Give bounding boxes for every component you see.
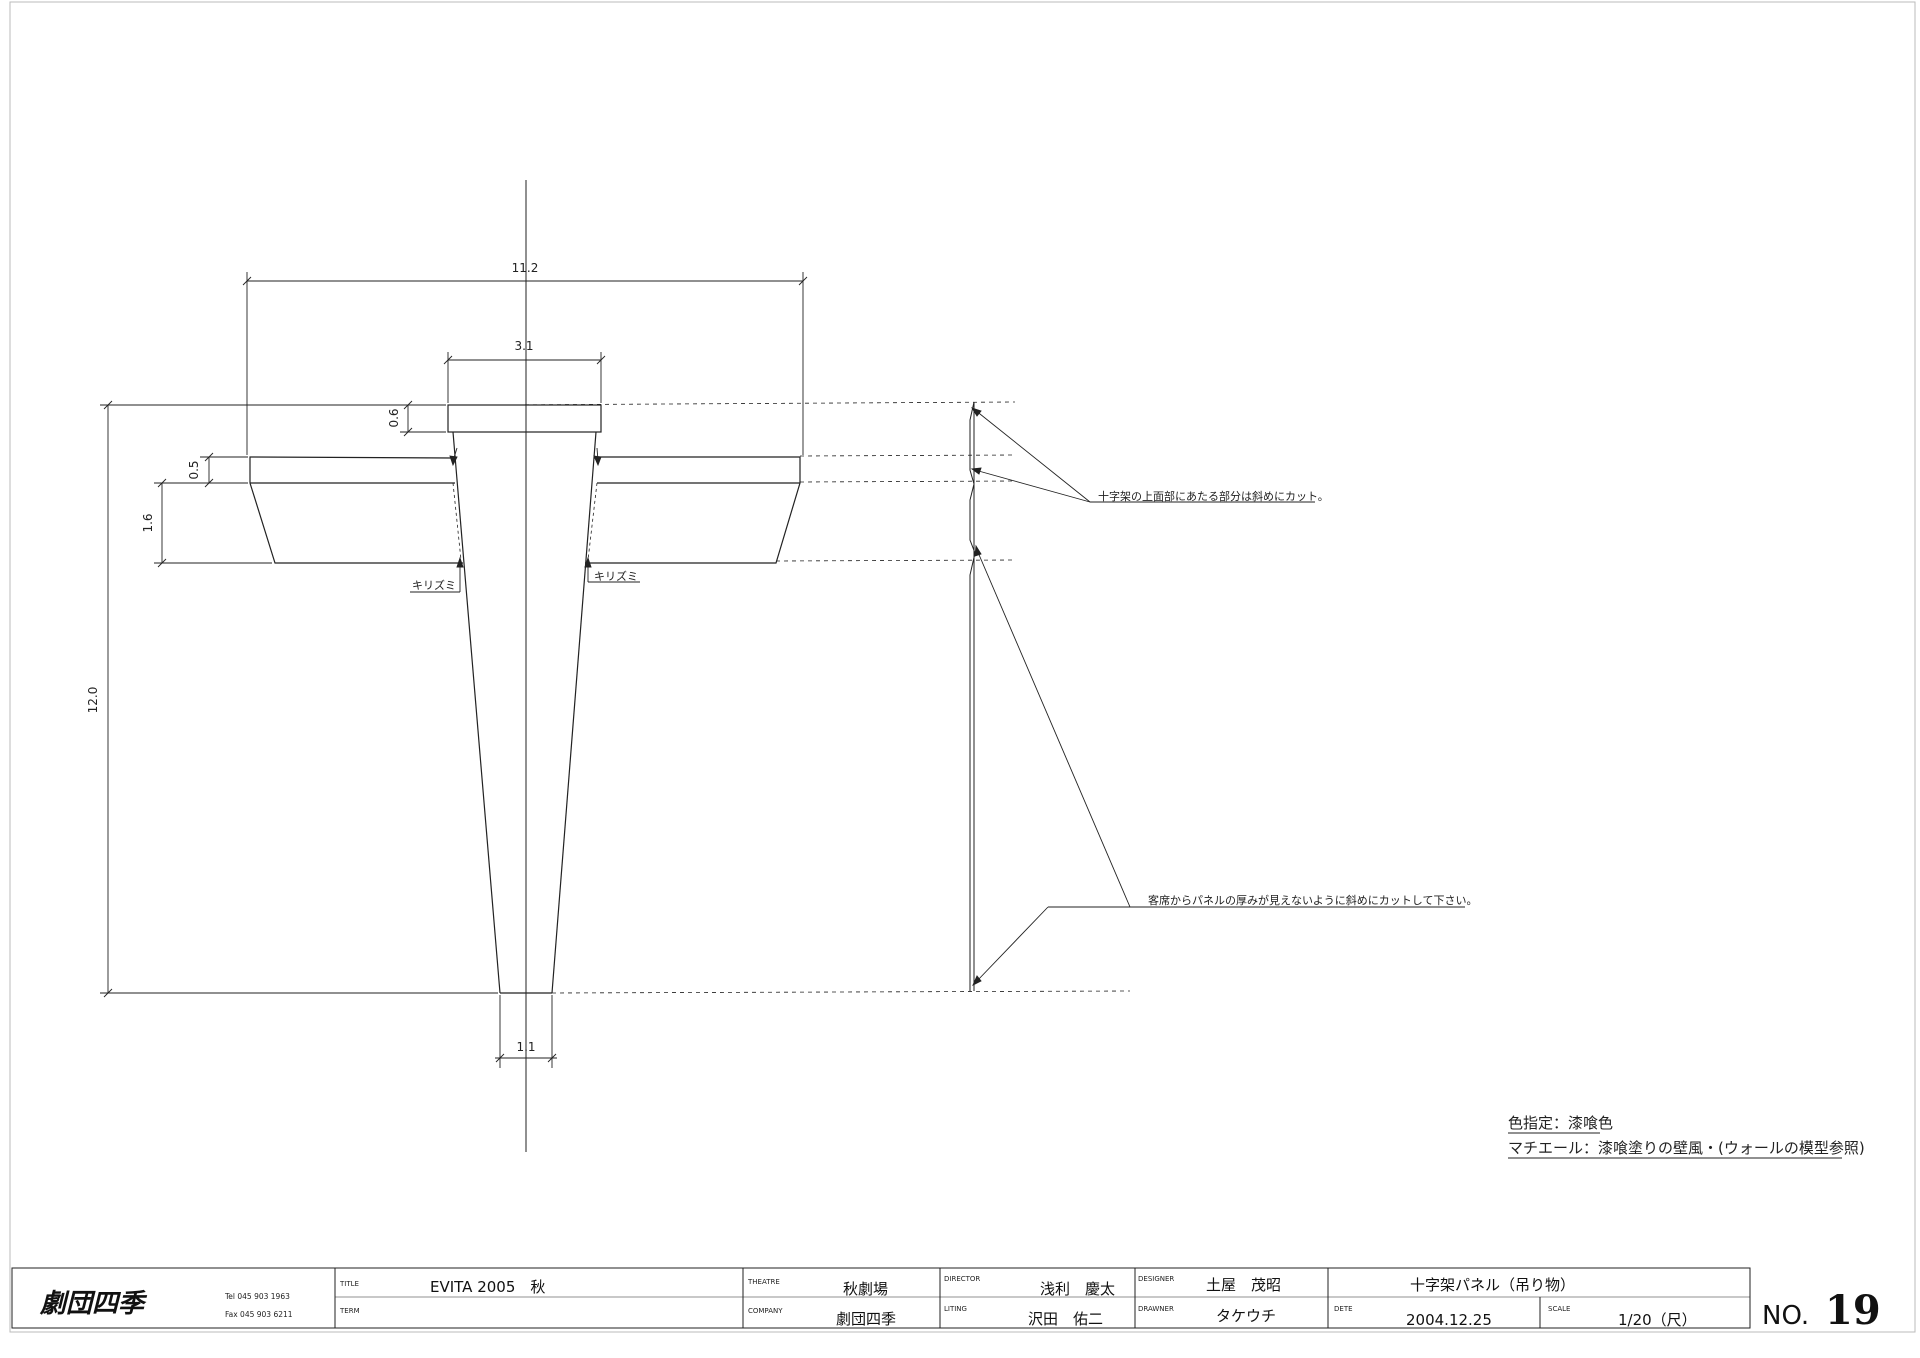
date-label: DETE <box>1334 1305 1353 1313</box>
drawner-value: タケウチ <box>1216 1307 1276 1325</box>
post-right-edge <box>551 431 597 994</box>
scale-value: 1/20（尺） <box>1618 1311 1697 1329</box>
dim-total-height: 12.0 <box>86 687 100 714</box>
hidden-line-right <box>587 482 598 561</box>
date-value: 2004.12.25 <box>1406 1311 1492 1329</box>
dim-top-cap-height: 0.6 <box>387 408 401 427</box>
top-cap <box>447 404 602 433</box>
side-view <box>492 401 1131 994</box>
post-left-edge <box>452 431 501 994</box>
company-fax: Fax 045 903 6211 <box>225 1310 293 1319</box>
title-block-grid <box>11 1267 1751 1329</box>
term-label: TERM <box>339 1307 360 1315</box>
right-arm <box>585 456 801 564</box>
kirizumi-leaders <box>410 447 640 593</box>
dim-bottom-width: 1.1 <box>516 1040 535 1054</box>
dim-arm-top-height: 0.5 <box>187 460 201 479</box>
designer-value: 土屋 茂昭 <box>1206 1276 1281 1294</box>
director-label: DIRECTOR <box>944 1275 980 1283</box>
director-value: 浅利 慶太 <box>1040 1280 1115 1298</box>
liting-label: LITING <box>944 1305 967 1313</box>
kirizumi-left-label: キリズミ <box>412 578 456 592</box>
company-logo: 劇団四季 <box>39 1289 148 1319</box>
company-tel: Tel 045 903 1963 <box>224 1292 290 1301</box>
title-value: EVITA 2005 秋 <box>430 1278 545 1296</box>
drawner-label: DRAWNER <box>1138 1305 1174 1313</box>
dim-top-width: 3.1 <box>514 339 533 353</box>
front-view <box>249 180 801 1152</box>
kirizumi-right-label: キリズミ <box>594 569 638 583</box>
note-top-cut: 十字架の上面部にあたる部分は斜めにカット。 <box>1098 489 1329 503</box>
designer-label: DESIGNER <box>1138 1275 1174 1283</box>
theatre-value: 秋劇場 <box>843 1280 888 1298</box>
dim-overall-width: 11.2 <box>512 261 539 275</box>
dim-arm-body-height: 1.6 <box>141 513 155 532</box>
theatre-label: THEATRE <box>747 1278 780 1286</box>
company-label: COMPANY <box>748 1307 783 1315</box>
spec-color: 色指定：漆喰色 <box>1508 1114 1613 1132</box>
note-leaders <box>970 407 1465 986</box>
scale-label: SCALE <box>1548 1305 1570 1313</box>
liting-value: 沢田 佑二 <box>1028 1310 1103 1328</box>
sheet-border <box>9 1 1916 1333</box>
sheet-number-value: 19 <box>1825 1287 1881 1334</box>
dimension-lines <box>100 272 808 1068</box>
side-profile-front <box>969 401 976 991</box>
hidden-line-left <box>452 482 462 561</box>
left-arm <box>249 456 463 564</box>
spec-texture: マチエール：漆喰塗りの壁風・(ウォールの模型参照) <box>1508 1139 1865 1157</box>
note-side-cut: 客席からパネルの厚みが見えないように斜めにカットして下さい。 <box>1148 893 1477 907</box>
sheet-number-label: NO. <box>1762 1301 1809 1331</box>
company-value: 劇団四季 <box>836 1310 896 1328</box>
item-value: 十字架パネル（吊り物） <box>1410 1276 1575 1294</box>
title-label: TITLE <box>339 1280 359 1288</box>
